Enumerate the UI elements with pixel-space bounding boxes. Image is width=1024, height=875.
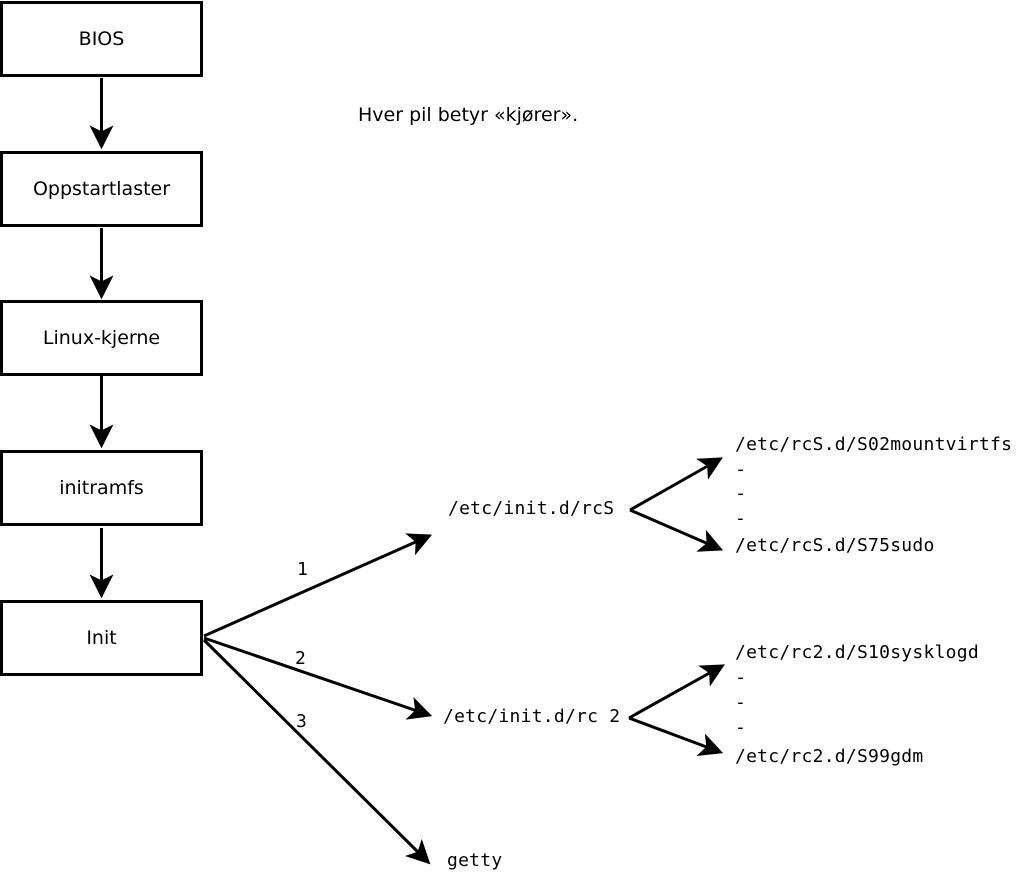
arrow-init-to-getty xyxy=(202,638,431,865)
rc2-ellipsis-dash: - xyxy=(735,667,747,688)
flow-box-initramfs-label: initramfs xyxy=(59,476,144,499)
getty-label: getty xyxy=(447,850,503,871)
arrow-init-to-rcs xyxy=(203,533,433,638)
rcs-ellipsis-dash: - xyxy=(735,459,747,480)
rc2-target-first: /etc/rc2.d/S10sysklogd xyxy=(735,642,979,663)
flow-box-bootloader-label: Oppstartlaster xyxy=(32,177,171,200)
rc2-script-path: /etc/init.d/rc 2 xyxy=(443,706,621,727)
flow-box-init: Init xyxy=(0,600,203,676)
flow-box-bios-label: BIOS xyxy=(78,27,125,50)
arrow-label-3: 3 xyxy=(296,711,308,732)
flow-box-init-label: Init xyxy=(86,626,117,649)
rcs-script-path: /etc/init.d/rcS xyxy=(448,498,615,519)
rc2-ellipsis-dash: - xyxy=(735,717,747,738)
arrow-label-2: 2 xyxy=(295,648,307,669)
flow-box-kernel-label: Linux-kjerne xyxy=(42,326,161,349)
flow-box-kernel: Linux-kjerne xyxy=(0,300,203,376)
rcs-target-last: /etc/rcS.d/S75sudo xyxy=(735,535,935,556)
rcs-ellipsis-dash: - xyxy=(735,508,747,529)
rc2-ellipsis-dash: - xyxy=(735,692,747,713)
arrow-init-to-rc2 xyxy=(203,636,433,720)
arrow-rcs-to-s02mountvirtfs xyxy=(629,457,723,512)
arrow-rc2-to-s10sysklogd xyxy=(628,664,725,720)
flow-box-bootloader: Oppstartlaster xyxy=(0,151,203,227)
flow-box-bios: BIOS xyxy=(0,1,203,77)
rcs-ellipsis-dash: - xyxy=(735,483,747,504)
flow-box-initramfs: initramfs xyxy=(0,450,203,526)
arrow-rc2-to-s99gdm xyxy=(628,716,724,757)
arrow-label-1: 1 xyxy=(297,559,309,580)
rc2-target-last: /etc/rc2.d/S99gdm xyxy=(735,746,924,767)
rcs-target-first: /etc/rcS.d/S02mountvirtfs xyxy=(735,434,1013,455)
arrow-meaning-note: Hver pil betyr «kjører». xyxy=(358,104,579,126)
arrow-rcs-to-s75sudo xyxy=(629,508,724,552)
